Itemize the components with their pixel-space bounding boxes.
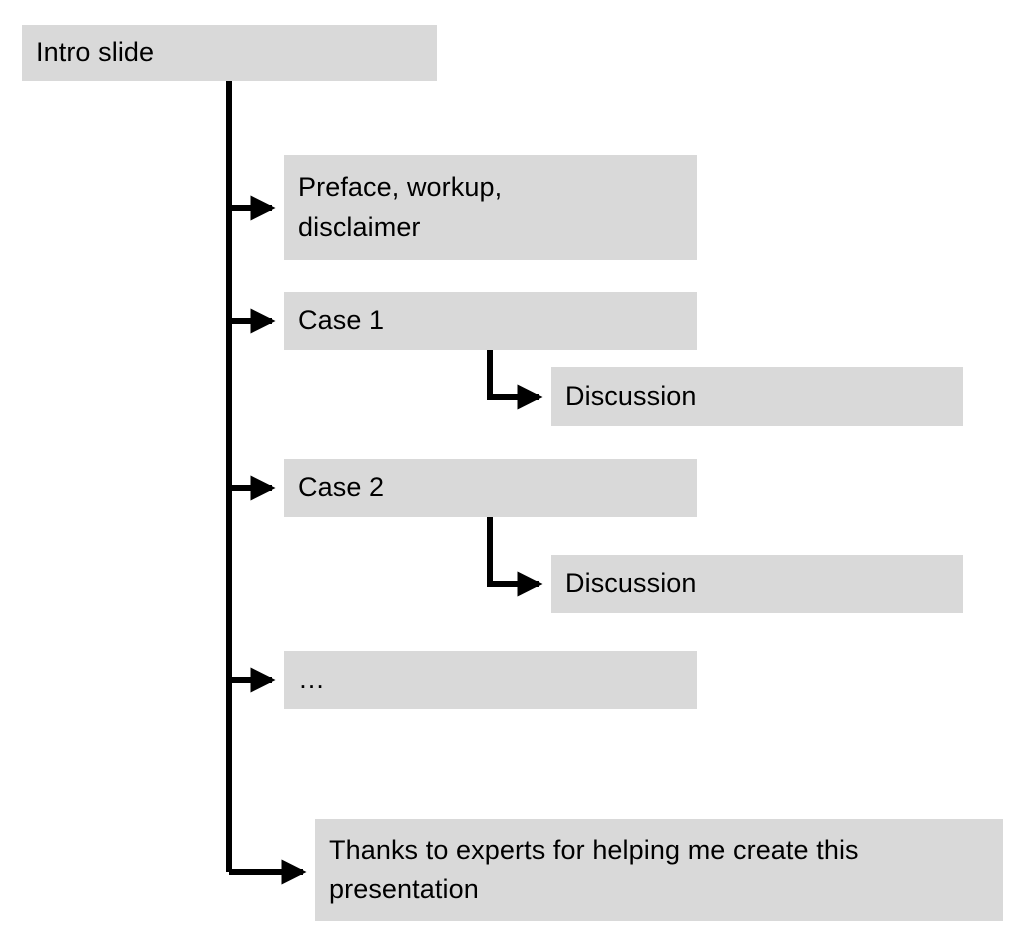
node-intro-slide[interactable]: Intro slide (22, 25, 437, 81)
node-intro-slide-label: Intro slide (36, 37, 155, 68)
node-discussion-1[interactable]: Discussion (551, 367, 963, 426)
node-ellipsis-label: … (298, 664, 326, 695)
node-thanks-to-experts[interactable]: Thanks to experts for helping me create … (315, 819, 1003, 921)
node-case-2-label: Case 2 (298, 472, 385, 503)
node-case-1-label: Case 1 (298, 305, 385, 336)
node-discussion-2-label: Discussion (565, 568, 697, 599)
edge-case1-to-discussion1 (487, 350, 543, 410)
node-discussion-2[interactable]: Discussion (551, 555, 963, 613)
node-discussion-1-label: Discussion (565, 380, 697, 411)
node-case-1[interactable]: Case 1 (284, 292, 697, 350)
node-thanks-to-experts-label: Thanks to experts for helping me create … (329, 834, 859, 904)
node-preface-workup-disclaimer[interactable]: Preface, workup, disclaimer (284, 155, 697, 260)
node-ellipsis[interactable]: … (284, 651, 697, 709)
node-case-2[interactable]: Case 2 (284, 459, 697, 517)
edge-case2-to-discussion2 (487, 517, 543, 597)
node-preface-workup-disclaimer-label: Preface, workup, disclaimer (298, 172, 503, 242)
